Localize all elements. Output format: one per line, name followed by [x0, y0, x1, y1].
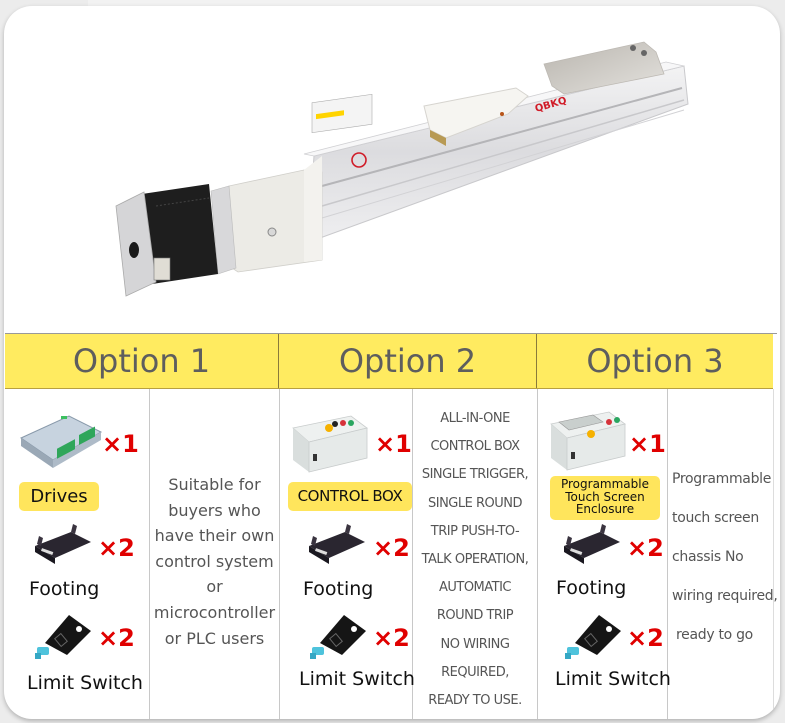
- product-image: QBKQ: [4, 6, 780, 326]
- limit-switch-label: Limit Switch: [299, 668, 415, 690]
- footing-bracket-icon: [309, 524, 365, 564]
- driver-icon: [19, 415, 103, 468]
- limit-switch-label: Limit Switch: [555, 668, 671, 690]
- divider: [773, 389, 774, 719]
- control-box-icon: [292, 415, 368, 473]
- footing-label: Footing: [303, 578, 374, 600]
- product-options-card: QBKQ Option 1 Option 2 Option 3: [4, 6, 780, 719]
- linear-module-illustration: QBKQ: [115, 41, 689, 297]
- divider: [412, 389, 413, 719]
- option-2-header: Option 2: [279, 334, 537, 388]
- divider: [149, 389, 150, 719]
- touch-screen-enclosure-label: Programmable Touch Screen Enclosure: [550, 476, 660, 520]
- limit-switch-icon: [565, 615, 621, 659]
- divider: [667, 389, 668, 719]
- options-table: Option 1 Option 2 Option 3 ×1 Drives: [5, 333, 778, 719]
- option-3-header: Option 3: [586, 342, 724, 380]
- top-strip: [88, 0, 660, 6]
- limit-switch-icon: [35, 615, 91, 659]
- limit-switch-label: Limit Switch: [27, 672, 143, 694]
- touch-screen-enclosure-icon: [550, 411, 626, 471]
- option-1-description: Suitable for buyers who have their own c…: [153, 475, 276, 648]
- divider: [537, 389, 538, 719]
- footing-label: Footing: [556, 577, 627, 599]
- footing-label: Footing: [29, 578, 100, 600]
- divider: [279, 389, 280, 719]
- footing-bracket-icon: [564, 524, 620, 564]
- drives-label: Drives: [19, 482, 99, 511]
- option-2-description: ALL-IN-ONE CONTROL BOX SINGLE TRIGGER, S…: [421, 411, 529, 709]
- options-header-row: Option 1 Option 2 Option 3: [5, 334, 773, 389]
- option-3-description: Programmable touch screen chassis No wir…: [672, 471, 778, 643]
- footing-bracket-icon: [35, 524, 91, 564]
- option-1-header: Option 1: [5, 334, 279, 388]
- limit-switch-icon: [310, 615, 366, 659]
- control-box-label: CONTROL BOX: [288, 482, 412, 511]
